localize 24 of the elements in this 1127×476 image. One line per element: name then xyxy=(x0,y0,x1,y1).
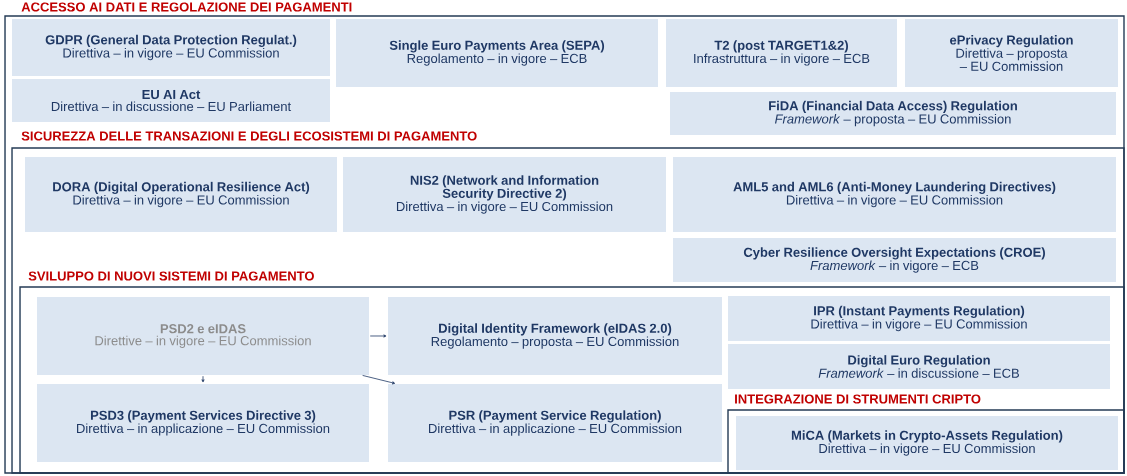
regulation-box: Digital Identity Framework (eIDAS 2.0) Regolamento – proposta – EU Commission xyxy=(388,297,722,375)
regulation-box: PSD3 (Payment Services Directive 3) Direttiva – in applicazione – EU Commission xyxy=(37,384,369,462)
node-label: INTEGRAZIONE DI STRUMENTI CRIPTO xyxy=(735,394,981,404)
regulation-box: EU AI Act Direttiva – in discussione – EU Parliament xyxy=(12,79,330,122)
regulation-box: AML5 and AML6 (Anti-Money Laundering Directives) Direttiva – in vigore – EU Commission xyxy=(673,157,1116,232)
arrow xyxy=(369,334,387,338)
node-label: ACCESSO AI DATI E REGOLAZIONE DEI PAGAMENTI xyxy=(21,2,352,12)
node-label: SICUREZZA DELLE TRANSAZIONI E DEGLI ECOSISTEMI DI PAGAMENTO xyxy=(21,131,477,141)
node-label: SVILUPPO DI NUOVI SISTEMI DI PAGAMENTO xyxy=(28,271,314,281)
regulation-box: PSR (Payment Service Regulation) Direttiva – in applicazione – EU Commission xyxy=(388,384,722,462)
regulation-box: FiDA (Financial Data Access) Regulation Framework – proposta – EU Commission xyxy=(670,92,1116,135)
regulation-box: GDPR (General Data Protection Regulat.) Direttiva – in vigore – EU Commission xyxy=(12,19,330,76)
regulation-box: Digital Euro Regulation Framework – in discussione – ECB xyxy=(728,344,1110,389)
regulation-box: PSD2 e eIDAS Direttive – in vigore – EU Commission xyxy=(37,297,369,375)
arrow xyxy=(362,375,396,385)
regulation-box: ePrivacy Regulation Direttiva – proposta – EU Commission xyxy=(905,19,1118,87)
regulation-box: MiCA (Markets in Crypto-Assets Regulation) Direttiva – in vigore – EU Commission xyxy=(736,416,1118,470)
regulation-box: Single Euro Payments Area (SEPA) Regolamento – in vigore – ECB xyxy=(336,19,658,87)
arrow xyxy=(201,375,205,383)
regulation-box: NIS2 (Network and Information Security Directive 2) Direttiva – in vigore – EU Commission xyxy=(343,157,666,232)
regulation-box: IPR (Instant Payments Regulation) Direttiva – in vigore – EU Commission xyxy=(728,296,1110,341)
regulation-box: T2 (post TARGET1&2) Infrastruttura – in vigore – ECB xyxy=(666,19,897,87)
regulation-box: Cyber Resilience Oversight Expectations (CROE) Framework – in vigore – ECB xyxy=(673,238,1116,282)
regulation-box: DORA (Digital Operational Resilience Act) Direttiva – in vigore – EU Commission xyxy=(25,157,337,232)
